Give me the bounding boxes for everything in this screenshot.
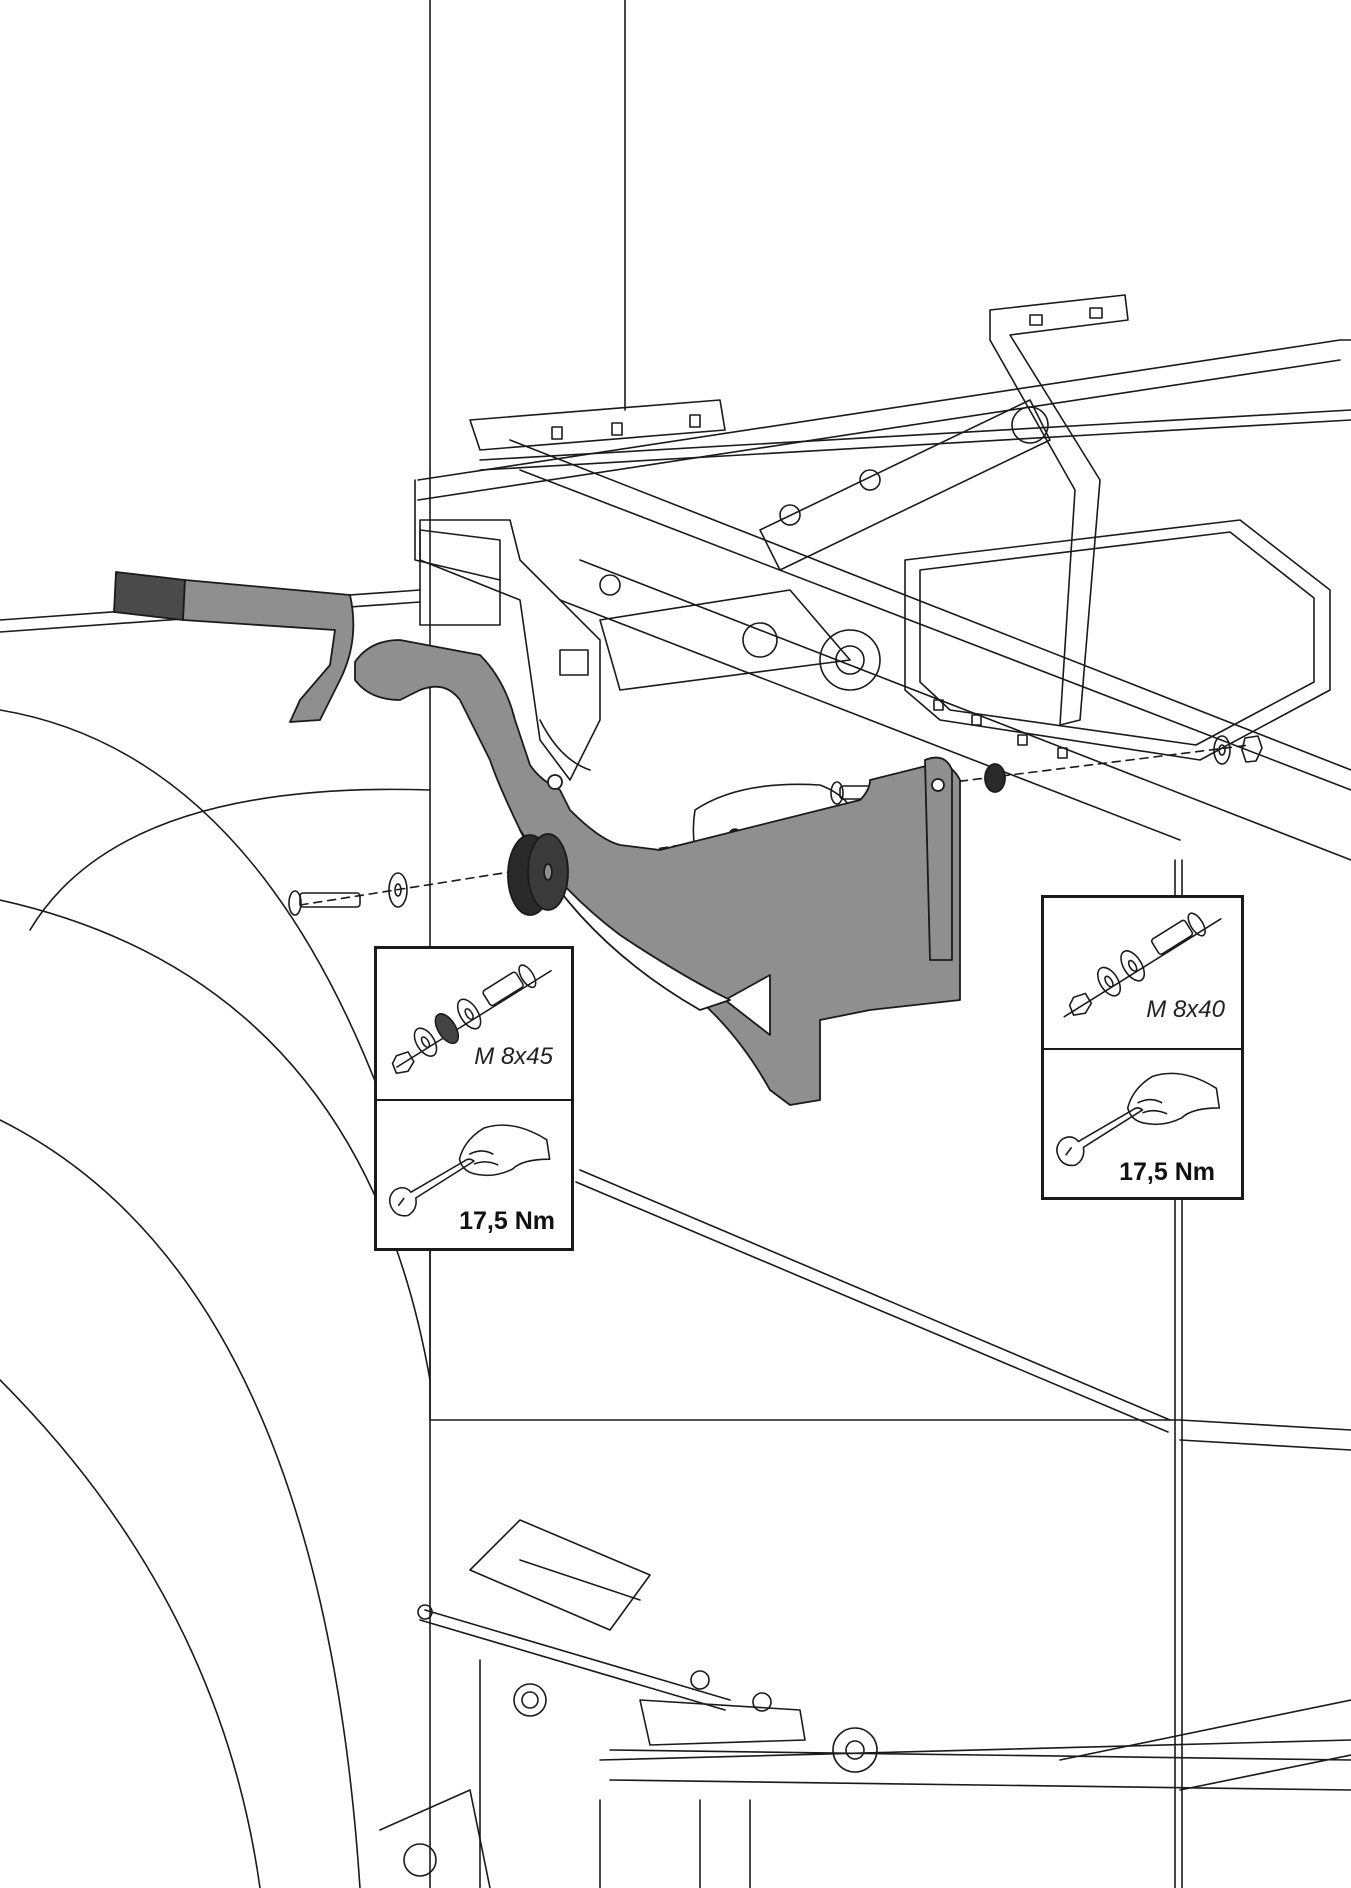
callout-right-hardware-panel: M 8x40	[1044, 898, 1241, 1050]
callout-left-hardware-panel: M 8x45	[377, 949, 571, 1101]
rear-window-frame	[904, 519, 1331, 761]
frame-rails	[414, 339, 1351, 861]
torque-label: 17,5 Nm	[1119, 1158, 1215, 1186]
bolt-spec-label: M 8x45	[474, 1042, 553, 1070]
left-bolt-group	[288, 872, 408, 916]
bolt-washer-nut-stack-icon	[391, 964, 553, 1075]
wrench-hand-icon	[1056, 1072, 1221, 1166]
callout-right-torque-panel: 17,5 Nm	[1044, 1048, 1241, 1198]
wrench-hand-icon	[388, 1123, 551, 1217]
callout-left: M 8x45 17,5 Nm	[374, 946, 574, 1251]
hinge-plate	[419, 519, 601, 781]
callout-right: M 8x40 17,5 Nm	[1041, 895, 1244, 1200]
wheel-arches	[0, 709, 431, 1888]
bolt-washer-nut-stack-icon	[1063, 912, 1222, 1018]
tow-hitch	[379, 1519, 1351, 1888]
support-arm	[599, 294, 1129, 726]
callout-left-torque-panel: 17,5 Nm	[377, 1099, 571, 1249]
adjustment-bracket	[113, 571, 1006, 1106]
torque-label: 17,5 Nm	[459, 1207, 555, 1235]
bolt-spec-label: M 8x40	[1146, 995, 1225, 1023]
